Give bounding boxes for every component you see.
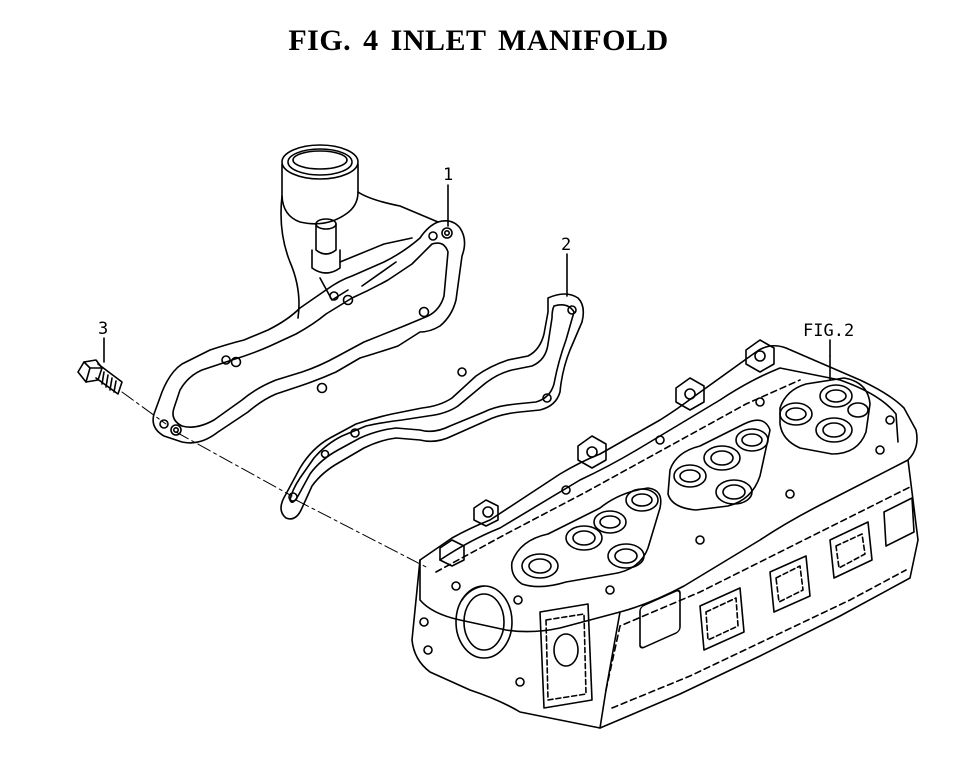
cylinder-head-reference	[411, 339, 919, 729]
leader-lines	[103, 184, 831, 569]
callout-part-3: 3	[98, 319, 108, 339]
callout-ref-fig-2: FIG.2	[803, 321, 854, 341]
inlet-manifold-part	[152, 144, 466, 444]
callout-part-2: 2	[561, 235, 571, 255]
figure-title: FIG. 4 INLET MANIFOLD	[288, 24, 669, 57]
callout-part-1: 1	[443, 165, 453, 185]
gasket-part	[280, 293, 585, 520]
flange-bolt-part	[77, 359, 123, 395]
